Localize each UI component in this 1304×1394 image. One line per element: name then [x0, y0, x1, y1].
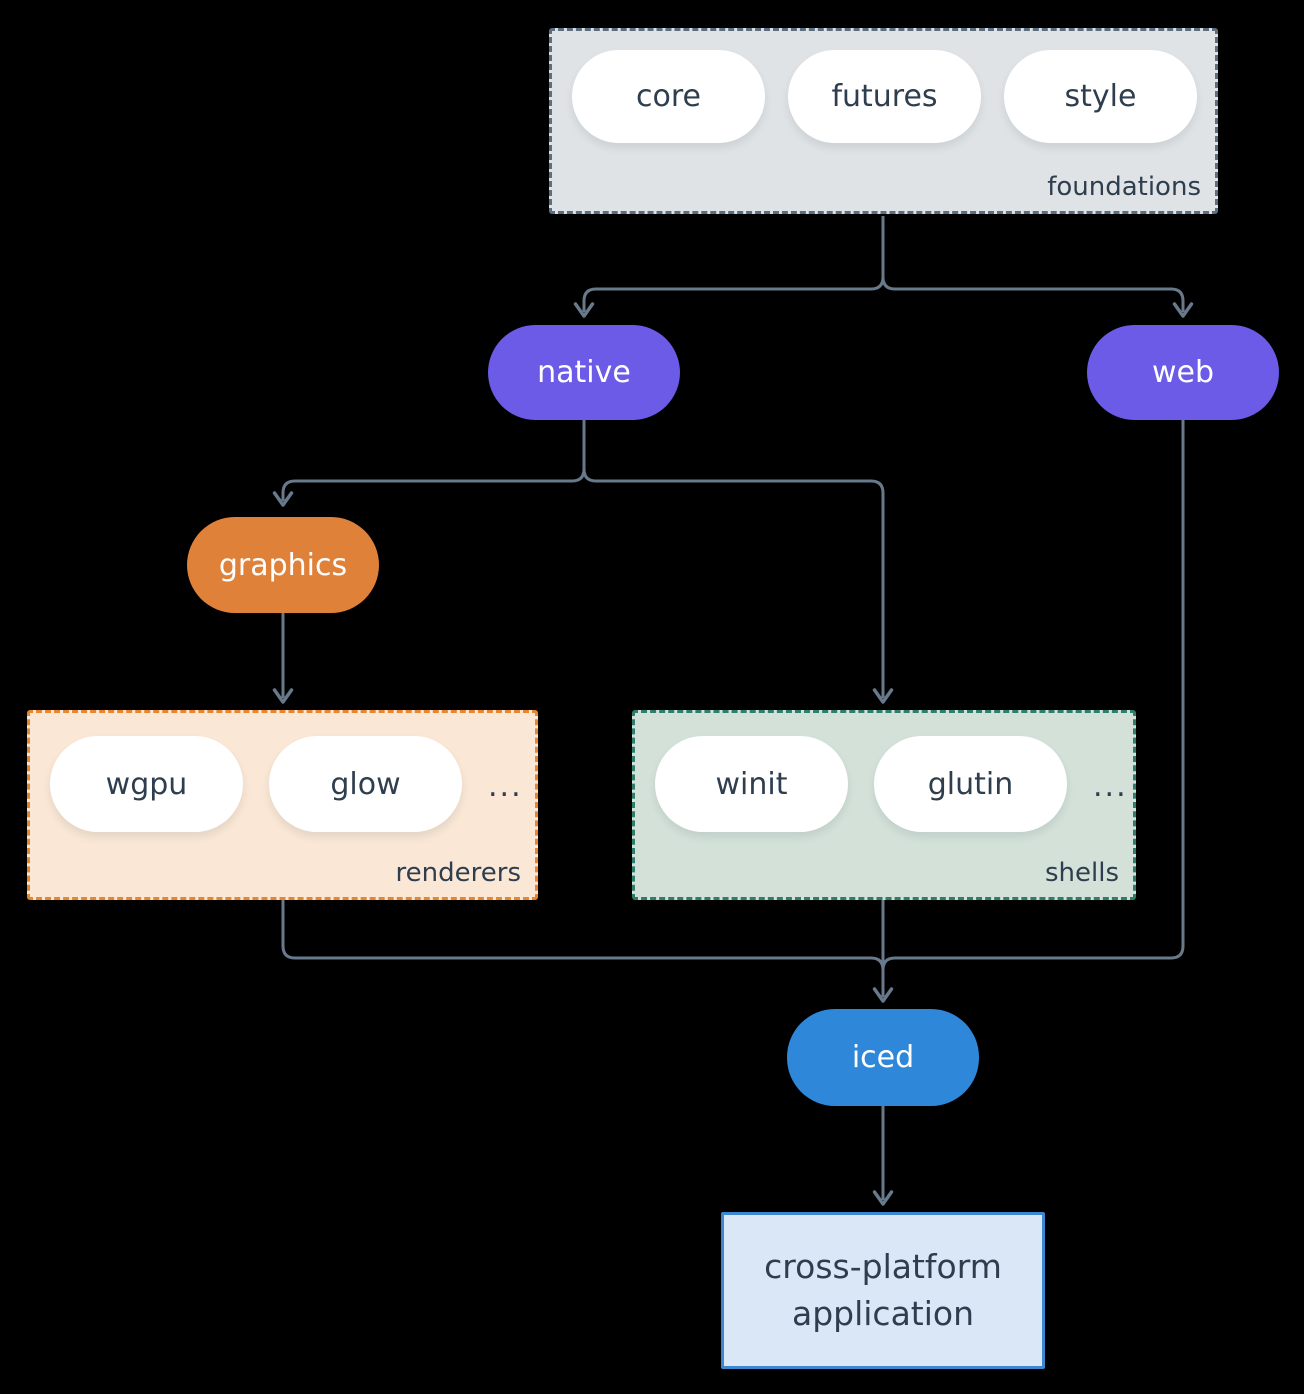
edge-web-iced	[881, 420, 1185, 985]
pill-futures: futures	[788, 50, 981, 143]
arrowhead-iced	[872, 987, 894, 1003]
ellipsis-shells: ...	[1093, 768, 1128, 804]
ellipsis-renderers: ...	[488, 768, 523, 804]
edge-renderers-iced	[281, 900, 885, 985]
node-native: native	[488, 325, 680, 420]
app-label-line2: application	[791, 1293, 975, 1333]
pill-glow: glow	[269, 736, 462, 832]
pill-wgpu: wgpu	[50, 736, 243, 832]
pill-style: style	[1004, 50, 1197, 143]
node-web: web	[1087, 325, 1279, 420]
app-box: cross-platform application	[721, 1212, 1045, 1369]
edge-native-shells	[582, 420, 885, 698]
edge-foundations-web	[881, 216, 1185, 312]
arrowhead-native	[573, 302, 595, 318]
edge-native-graphics	[281, 420, 586, 501]
group-label-foundations: foundations	[1047, 172, 1201, 202]
arrowhead-renderers	[272, 688, 294, 704]
edge-foundations-native	[582, 216, 885, 312]
shells-box: winit glutin ... shells	[632, 710, 1136, 900]
shells-pill-row: winit glutin ...	[635, 713, 1128, 832]
pill-glutin: glutin	[874, 736, 1067, 832]
group-label-shells: shells	[1044, 858, 1119, 888]
arrowhead-graphics	[272, 491, 294, 507]
renderers-box: wgpu glow ... renderers	[27, 710, 538, 900]
foundations-box: core futures style foundations	[549, 28, 1218, 214]
foundations-pill-row: core futures style	[552, 31, 1197, 143]
group-label-renderers: renderers	[395, 858, 521, 888]
arrowhead-app	[872, 1190, 894, 1206]
pill-winit: winit	[655, 736, 848, 832]
renderers-pill-row: wgpu glow ...	[30, 713, 523, 832]
app-label-line1: cross-platform	[764, 1246, 1002, 1286]
arrowhead-shells	[872, 688, 894, 704]
pill-core: core	[572, 50, 765, 143]
node-iced: iced	[787, 1009, 979, 1106]
node-graphics: graphics	[187, 517, 379, 613]
arrowhead-web	[1172, 302, 1194, 318]
